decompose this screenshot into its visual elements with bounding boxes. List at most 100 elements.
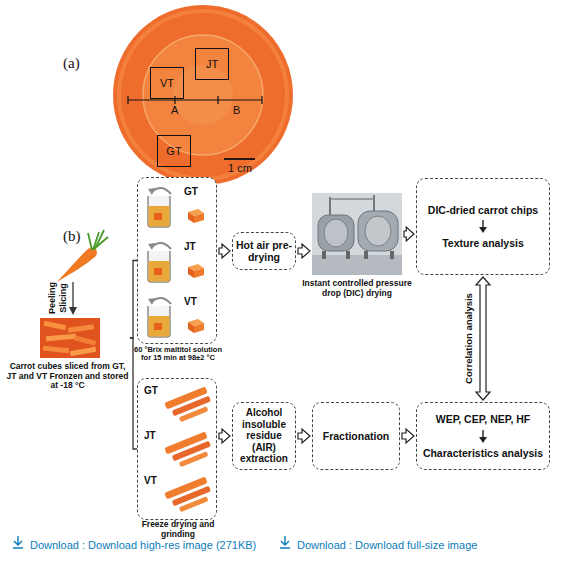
beaker-icon-part [148, 243, 155, 250]
beaker-icon [143, 184, 177, 228]
equipment-photo: Instant controlled pressure drop (DIC) d… [312, 193, 402, 275]
carrot-stick-icon-part [179, 496, 209, 512]
carrot-stick-icon [160, 383, 216, 423]
inner-arrow-part [479, 437, 487, 443]
block-arrow [298, 244, 310, 258]
carrot-stick-icon [160, 428, 216, 468]
carrot-cubes-photo-part [46, 334, 76, 342]
tissue-label: GT [184, 186, 198, 197]
carrot-cubes-photo-part [74, 335, 97, 346]
measure-line [128, 99, 262, 100]
block-arrow [404, 227, 414, 241]
slice-pith [173, 65, 233, 125]
beaker-icon-part [154, 268, 162, 275]
download-icon [13, 536, 23, 548]
cube-icon [184, 259, 208, 279]
tissue-label: VT [144, 475, 157, 486]
dic-equipment-image-part [390, 251, 394, 259]
slice-cambium [143, 35, 263, 155]
beaker-icon-part [148, 188, 155, 195]
process-group: GTJTVTFreeze drying and grinding [137, 378, 217, 520]
inner-arrow-part [482, 430, 483, 438]
panel-label: (b) [63, 228, 81, 245]
result-text: DIC-dried carrot chips [428, 204, 538, 216]
panel-label: (a) [63, 55, 80, 72]
tissue-label: VT [184, 296, 197, 307]
beaker-icon [143, 294, 177, 338]
measure-tick [217, 96, 218, 104]
cube-icon [184, 204, 208, 224]
dic-equipment-image-part [358, 211, 398, 251]
beaker-icon-part [149, 316, 170, 337]
carrot-cubes-photo-part [44, 321, 67, 330]
carrot-cubes-photo [40, 318, 100, 358]
download-link: Download : Download high-res image (271K… [30, 539, 256, 551]
beaker-icon-part [148, 298, 155, 305]
carrot-stick-icon-part [164, 476, 214, 513]
cube-icon-part [188, 212, 194, 223]
tissue-label: GT [166, 145, 181, 157]
carrot-stick-icon-part [164, 431, 214, 468]
step-label: Slicing [58, 283, 68, 313]
cube-icon-part [188, 322, 194, 333]
carrot-leaves [88, 230, 108, 250]
download-icon [280, 536, 290, 548]
download-link: Download : Download full-size image [297, 539, 477, 551]
carrot-stick-icon-part [179, 406, 209, 422]
dic-equipment-image-part [318, 215, 354, 251]
inner-arrow [477, 219, 489, 234]
process-group: GTJTVT60 °Brix maltitol solution for 15 … [137, 177, 217, 344]
step-caption: 60 °Brix maltitol solution for 15 min at… [128, 346, 228, 363]
block-arrow [219, 429, 230, 443]
inner-arrow [477, 429, 489, 444]
process-text: Alcohol insoluble residue (AIR) extracti… [235, 407, 293, 465]
process-text: Fractionation [323, 430, 390, 442]
equipment-caption: Instant controlled pressure drop (DIC) d… [302, 279, 412, 298]
beaker-icon-part [148, 306, 170, 337]
carrot-slice [113, 5, 293, 185]
carrot-cubes-photo-part [68, 324, 94, 333]
slice-rim [119, 11, 287, 179]
tissue-square: GT [157, 135, 191, 167]
result-text: WEP, CEP, NEP, HF [436, 413, 531, 425]
beaker-icon-part [154, 323, 162, 330]
dic-equipment-image [312, 193, 402, 275]
result-box: WEP, CEP, NEP, HFCharacteristics analysi… [416, 402, 550, 470]
tissue-label: JT [184, 241, 196, 252]
sample-caption: Carrot cubes sliced from GT, JT and VT F… [5, 362, 130, 391]
beaker-icon-part [148, 196, 170, 227]
bracket-connector [130, 338, 137, 449]
cube-icon-part [194, 268, 204, 278]
cube-icon-part [188, 267, 194, 278]
cube-icon-part [194, 213, 204, 223]
carrot-stick-icon-part [179, 451, 209, 467]
cube-icon [184, 314, 208, 334]
beaker-icon-part [152, 243, 171, 249]
measure-tick [174, 96, 175, 104]
beaker-icon-part [149, 206, 170, 227]
tissue-label: JT [144, 430, 156, 441]
block-arrow [298, 429, 310, 443]
result-text: Texture analysis [442, 237, 524, 249]
block-arrow [476, 277, 490, 400]
beaker-icon-part [152, 188, 171, 194]
block-arrow [402, 429, 414, 443]
dic-equipment-image-part [364, 251, 368, 259]
dic-equipment-image-part [365, 216, 391, 246]
carrot-stick-icon-part [164, 386, 214, 423]
beaker-icon [143, 239, 177, 283]
carrot-stick-icon [160, 473, 216, 513]
whole-carrot [57, 248, 97, 282]
sample-node: Carrot cubes sliced from GT, JT and VT F… [5, 318, 130, 358]
tissue-square: JT [195, 48, 229, 80]
inner-arrow-part [482, 220, 483, 228]
dic-equipment-image-part [373, 195, 375, 211]
axis-label: B [233, 104, 240, 116]
scale-bar [224, 158, 255, 160]
tissue-square: VT [150, 67, 184, 99]
beaker-icon-part [148, 251, 170, 282]
carrot-cubes-photo-part [40, 318, 100, 358]
process-text: Hot air pre-drying [235, 239, 293, 263]
beaker-icon-part [149, 261, 170, 282]
